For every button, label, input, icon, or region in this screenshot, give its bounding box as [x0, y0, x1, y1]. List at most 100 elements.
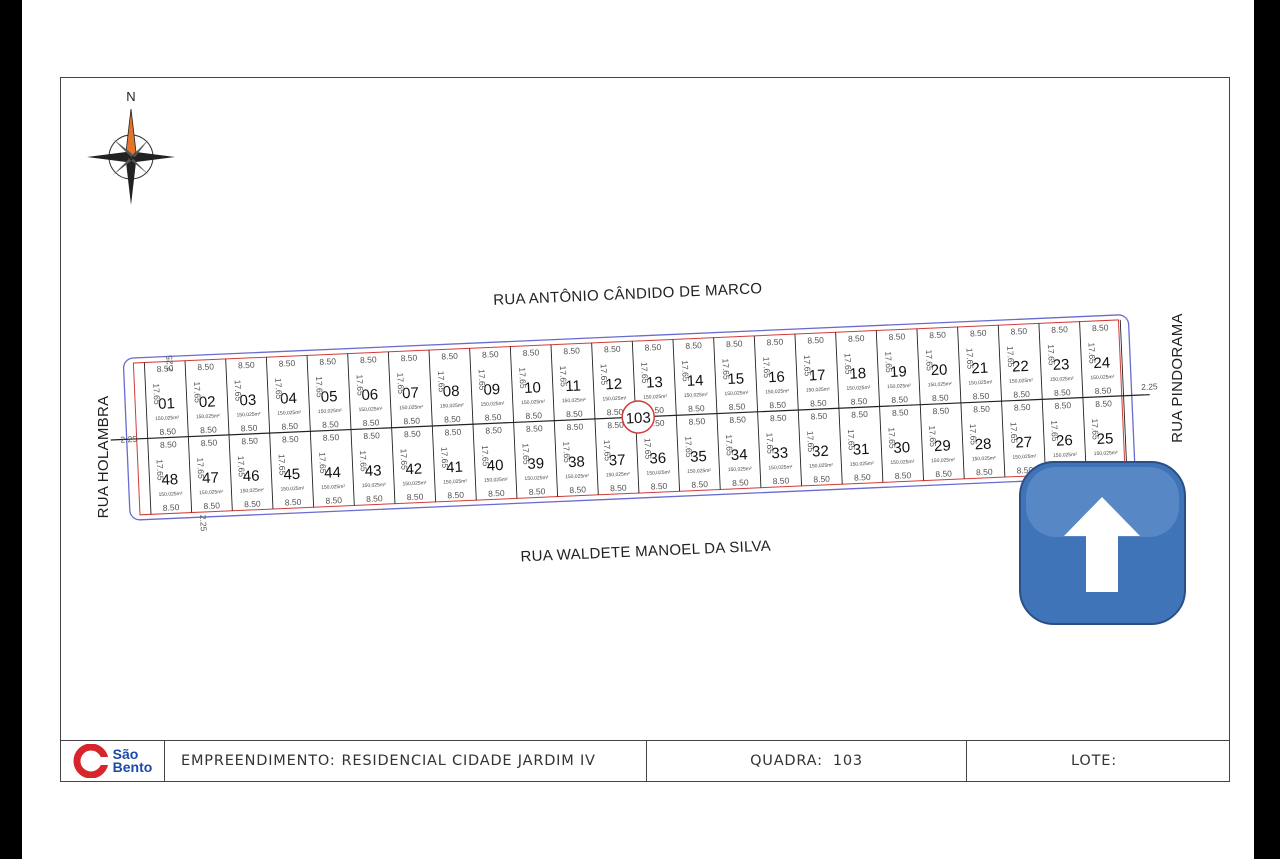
lot-divider	[835, 332, 843, 485]
lot-width-dim-top: 8.50	[566, 421, 583, 432]
lot-divider	[1079, 321, 1087, 474]
lot-depth-dim: 17.65	[314, 376, 325, 398]
quadra-value: 103	[832, 753, 863, 769]
lot-number: 37	[608, 452, 625, 470]
lot-width-dim-bottom: 8.50	[732, 477, 749, 488]
lot-depth-dim: 17.65	[805, 431, 816, 453]
corner-dim-top-left: 2.25	[164, 355, 175, 372]
lot-depth-dim: 17.65	[924, 349, 935, 371]
lot-area: 150,025m²	[524, 475, 548, 482]
lot-divider	[347, 353, 355, 506]
lot-number: 28	[974, 436, 991, 454]
lot-number: 46	[242, 468, 259, 486]
lot-area: 150,025m²	[606, 471, 630, 478]
lot-width-dim-top: 8.50	[322, 432, 339, 443]
lot-width-dim-bottom: 8.50	[569, 484, 586, 495]
lot-width-dim-top: 8.50	[1092, 322, 1109, 333]
lot-depth-dim: 17.65	[761, 356, 772, 378]
lot-area: 150,025m²	[765, 388, 789, 395]
lot-area: 150,025m²	[155, 415, 179, 422]
lot-area: 150,025m²	[399, 404, 423, 411]
lot-number: 18	[849, 365, 866, 383]
lot-width-dim-bottom: 8.50	[488, 488, 505, 499]
lot-width-dim-top: 8.50	[929, 329, 946, 340]
lot-number: 07	[402, 385, 419, 403]
lot-number: 48	[161, 471, 178, 489]
lot-area: 150,025m²	[602, 395, 626, 402]
lot-number: 14	[686, 372, 703, 390]
lot-width-dim-top: 8.50	[200, 437, 217, 448]
lot-width-dim-top: 8.50	[888, 331, 905, 342]
lot-number: 02	[199, 393, 216, 411]
lot-width-dim-bottom: 8.50	[894, 470, 911, 481]
lot-area: 150,025m²	[196, 413, 220, 420]
lot-width-dim-top: 8.50	[441, 351, 458, 362]
lot-width-dim-top: 8.50	[973, 404, 990, 415]
lot-area: 150,025m²	[968, 380, 992, 387]
lot-depth-dim: 17.65	[1005, 346, 1016, 368]
lot-number: 12	[605, 376, 622, 394]
corner-dim-left: 2.25	[120, 434, 137, 445]
lot-depth-dim: 17.65	[1090, 418, 1101, 440]
lot-depth-dim: 17.65	[639, 362, 650, 384]
lot-width-dim-bottom: 8.50	[485, 412, 502, 423]
lot-depth-dim: 17.65	[439, 447, 450, 469]
lot-number: 25	[1096, 430, 1113, 448]
lot-width-dim-top: 8.50	[604, 344, 621, 355]
lot-area: 150,025m²	[358, 406, 382, 413]
lot-width-dim-bottom: 8.50	[976, 467, 993, 478]
lote-label: LOTE:	[1071, 753, 1117, 769]
lot-area: 150,025m²	[1094, 450, 1118, 457]
lot-depth-dim: 17.65	[765, 432, 776, 454]
lot-width-dim-bottom: 8.50	[972, 391, 989, 402]
lot-depth-dim: 17.65	[155, 459, 166, 481]
lot-width-dim-top: 8.50	[726, 338, 743, 349]
lot-number: 08	[442, 383, 459, 401]
lot-width-dim-top: 8.50	[444, 427, 461, 438]
lot-number: 38	[568, 453, 585, 471]
lot-width-dim-bottom: 8.50	[810, 398, 827, 409]
lot-number: 36	[649, 450, 666, 468]
lot-width-dim-top: 8.50	[932, 405, 949, 416]
lot-width-dim-top: 8.50	[241, 436, 258, 447]
lot-area: 150,025m²	[728, 466, 752, 473]
lot-number: 19	[890, 363, 907, 381]
lot-depth-dim: 17.65	[480, 445, 491, 467]
lot-depth-dim: 17.65	[1008, 422, 1019, 444]
lot-width-dim-top: 8.50	[607, 420, 624, 431]
lot-depth-dim: 17.65	[965, 348, 976, 370]
lot-divider	[713, 337, 721, 490]
lot-area: 150,025m²	[646, 470, 670, 477]
lot-width-dim-top: 8.50	[526, 423, 543, 434]
lot-area: 150,025m²	[440, 403, 464, 410]
lot-number: 29	[934, 437, 951, 455]
lot-divider	[184, 360, 193, 513]
lot-width-dim-top: 8.50	[1095, 398, 1112, 409]
street-left: RUA HOLAMBRA	[95, 396, 112, 519]
lot-depth-dim: 17.65	[273, 378, 284, 400]
lot-width-dim-bottom: 8.50	[407, 491, 424, 502]
lot-width-dim-bottom: 8.50	[769, 400, 786, 411]
lot-depth-dim: 17.65	[602, 440, 613, 462]
lot-depth-dim: 17.65	[846, 429, 857, 451]
lot-width-dim-bottom: 8.50	[773, 475, 790, 486]
lot-number: 47	[202, 469, 219, 487]
